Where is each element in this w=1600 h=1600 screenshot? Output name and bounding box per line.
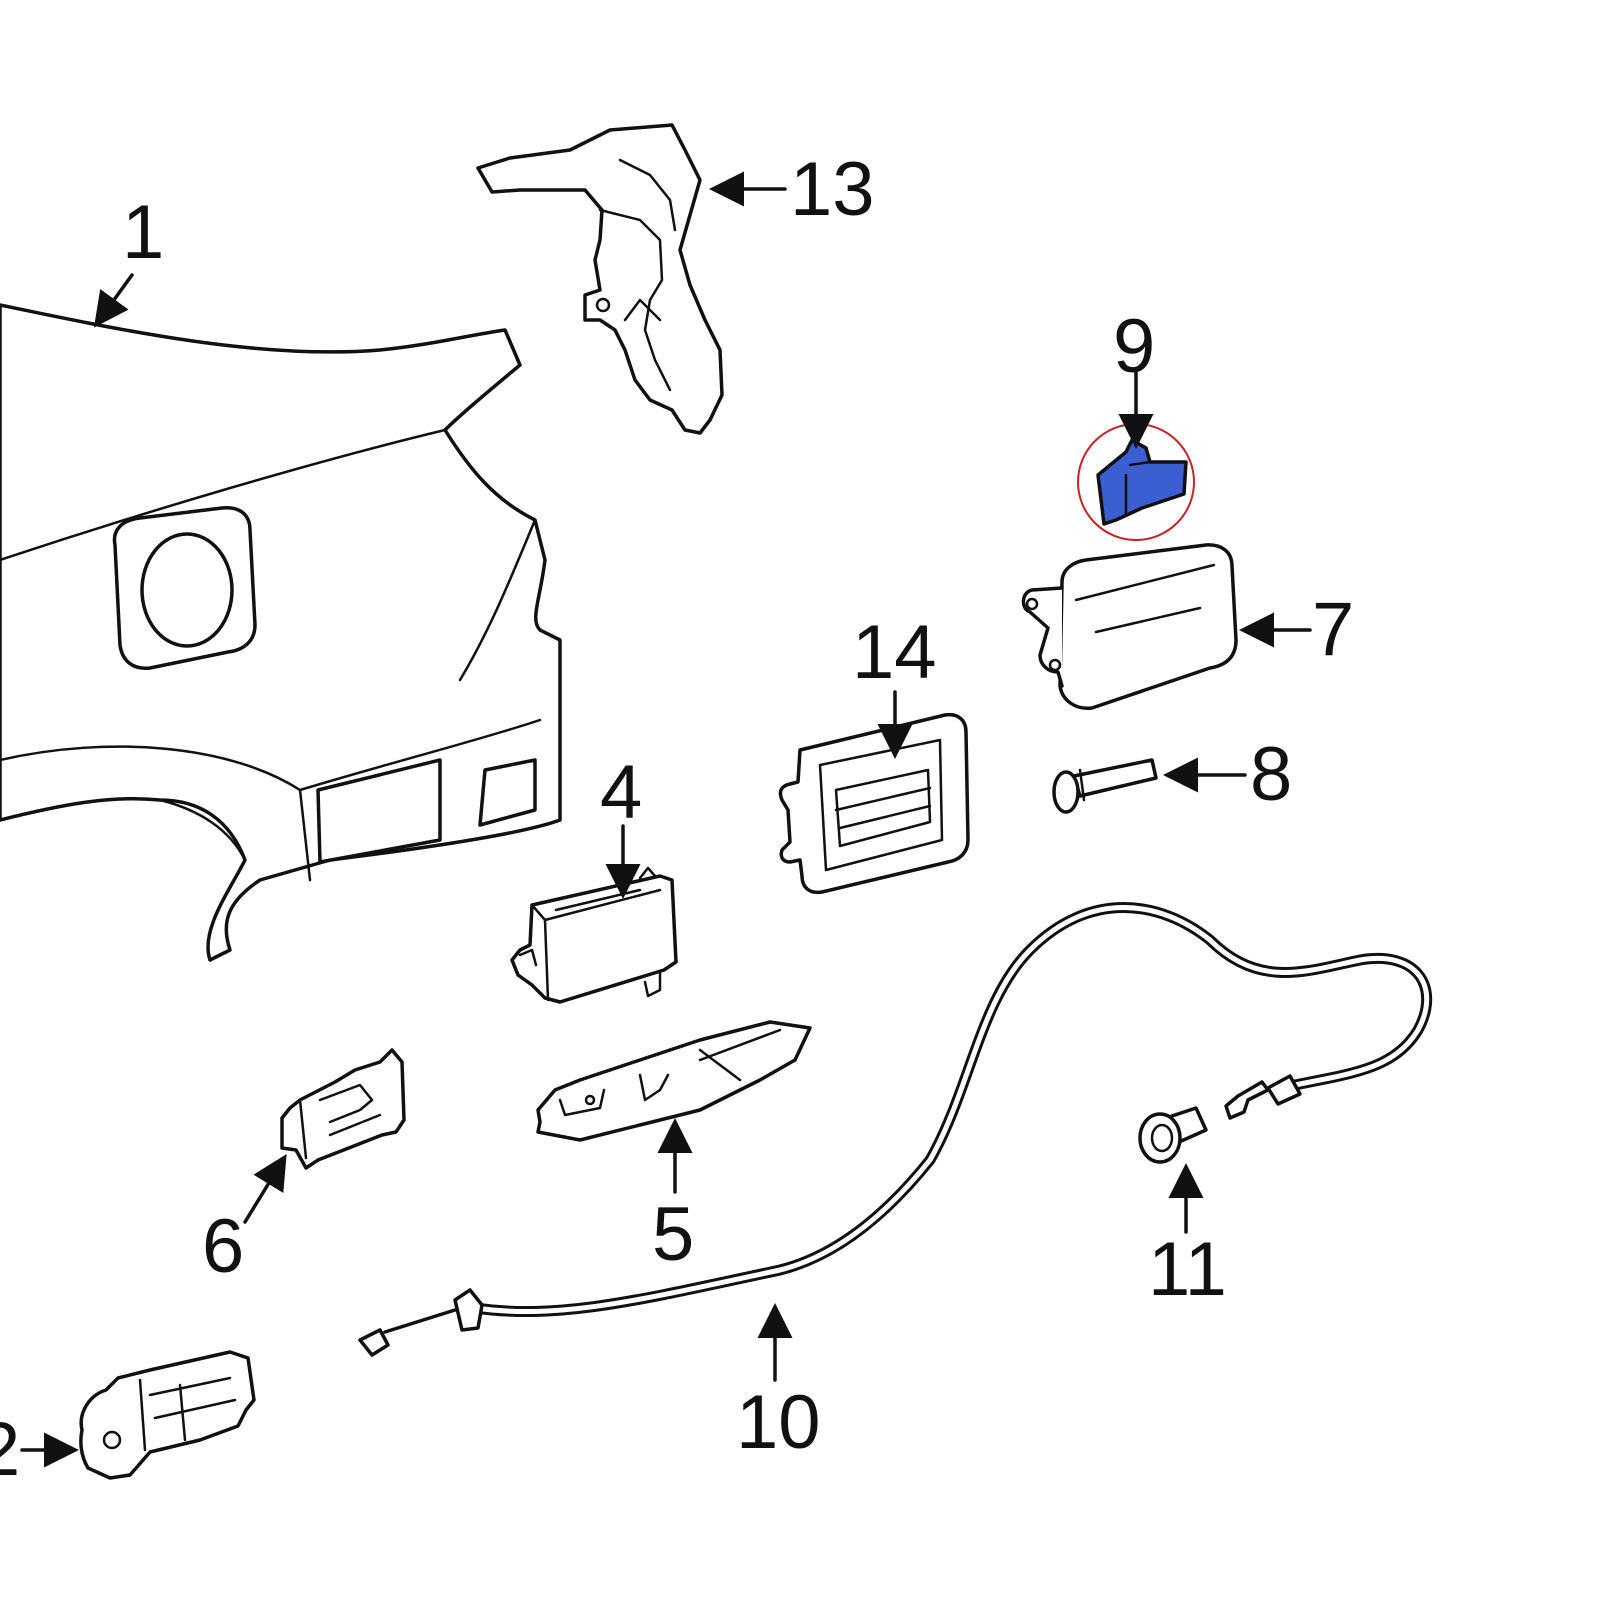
part-1-quarter-panel[interactable]: [0, 303, 562, 962]
callout-10: 10: [736, 1380, 821, 1465]
callout-labels: 1 13 9 7 8 14 4 5 6 10 11 2: [0, 147, 1354, 1492]
callout-9: 9: [1113, 304, 1155, 389]
part-4-module[interactable]: [510, 866, 678, 1004]
part-6-latch[interactable]: [280, 1048, 406, 1170]
leader-lines: [20, 171, 1312, 1468]
part-10-cable[interactable]: [358, 902, 1433, 1357]
callout-1: 1: [122, 190, 164, 275]
callout-13: 13: [790, 147, 875, 232]
callout-11: 11: [1148, 1227, 1227, 1312]
leader-6: [243, 1154, 287, 1224]
part-14-housing[interactable]: [778, 712, 970, 895]
part-5-bracket[interactable]: [536, 1020, 812, 1142]
part-8-pin[interactable]: [1052, 758, 1158, 814]
callout-5: 5: [652, 1192, 694, 1277]
leader-1: [93, 273, 134, 328]
part-7-fuel-door[interactable]: [1021, 543, 1238, 710]
part-2-actuator[interactable]: [79, 1350, 256, 1480]
callout-4: 4: [600, 750, 642, 835]
callout-7: 7: [1312, 587, 1354, 672]
part-13-bracket[interactable]: [476, 123, 724, 435]
callout-2: 2: [0, 1407, 20, 1492]
part-11-grommet[interactable]: [1138, 1106, 1208, 1164]
callout-6: 6: [202, 1204, 244, 1289]
callout-8: 8: [1250, 732, 1292, 817]
callout-14: 14: [852, 610, 937, 695]
